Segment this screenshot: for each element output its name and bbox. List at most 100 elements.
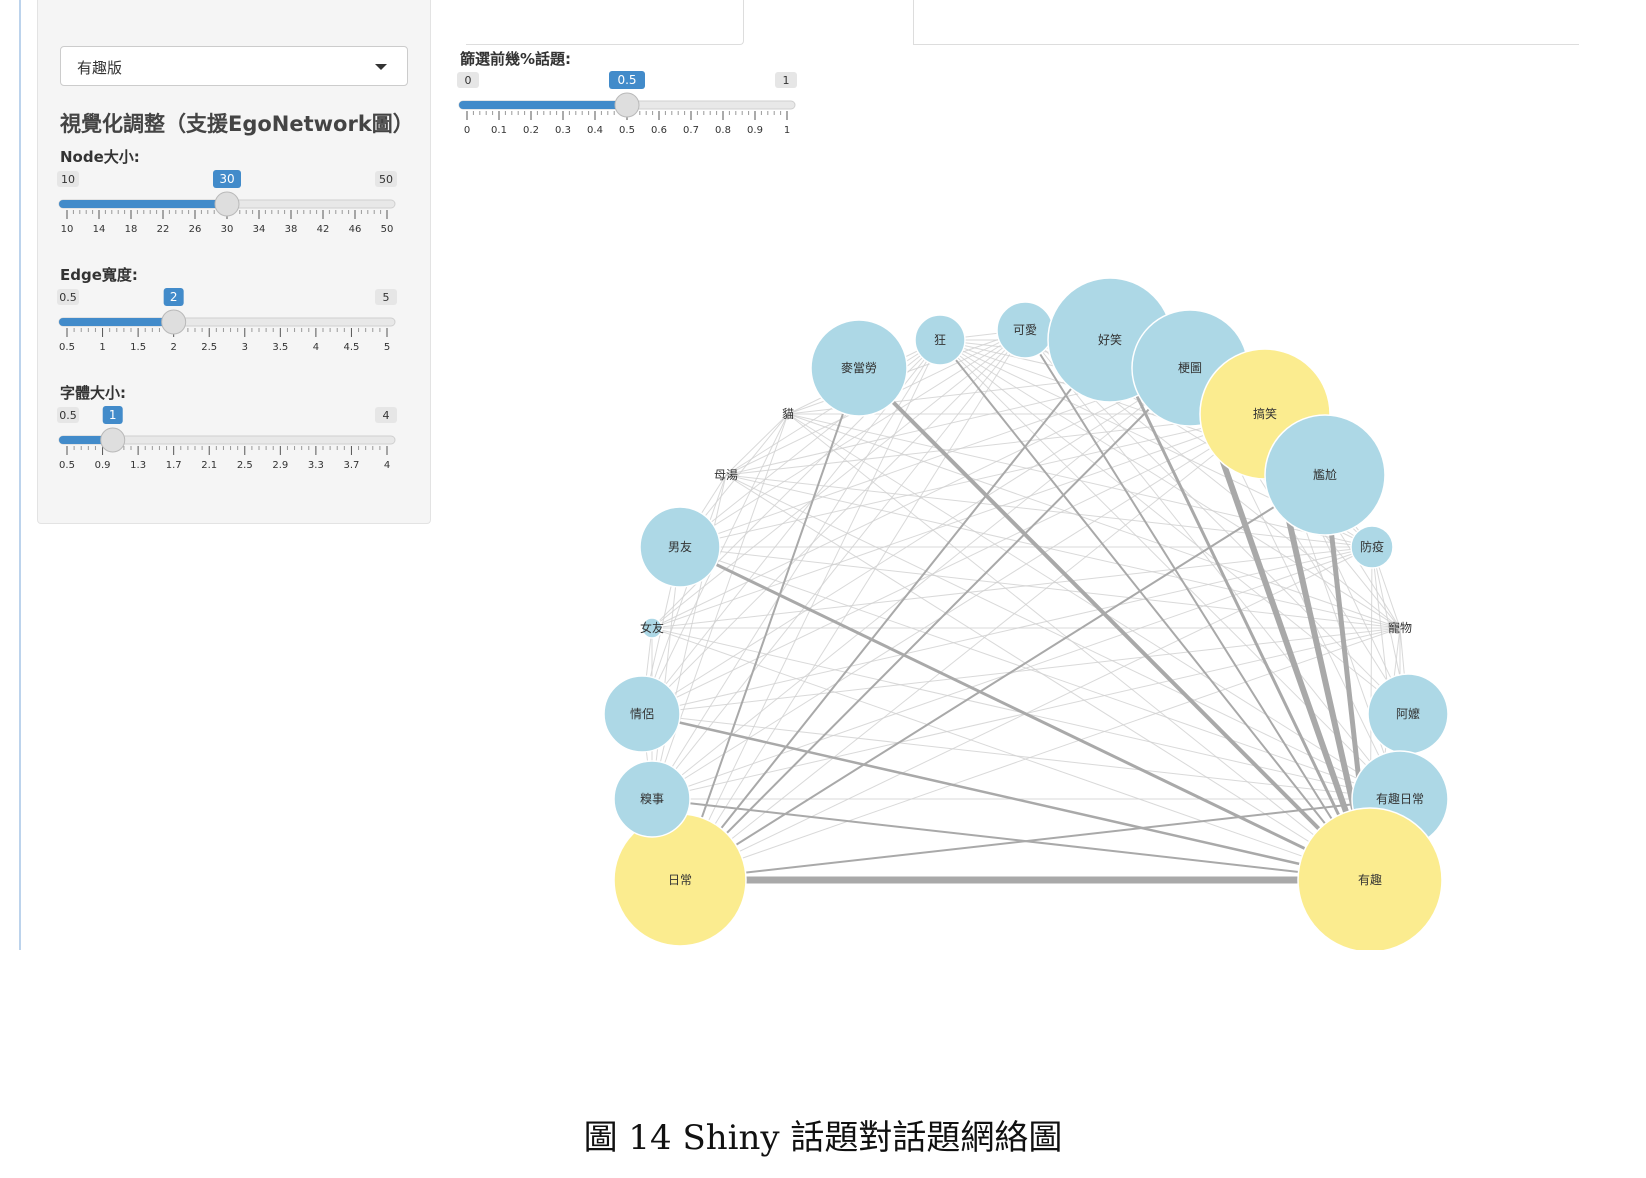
network-edge [651, 329, 1026, 629]
network-edge [651, 546, 1373, 800]
network-node-label: 狂 [934, 333, 946, 347]
network-edge [725, 413, 789, 476]
network-node-label: 母湯 [714, 468, 738, 482]
network-edge-strong [641, 712, 1371, 882]
slider-handle[interactable] [161, 309, 187, 335]
network-node-label: 男友 [668, 540, 692, 554]
network-edge [939, 339, 1409, 715]
slider-min-badge [457, 72, 479, 88]
network-edge [651, 413, 1266, 800]
slider-tick-label: 0.7 [683, 125, 699, 136]
slider-handle[interactable] [614, 92, 640, 118]
slider-tick-label: 4 [384, 460, 390, 471]
slider-fill [59, 318, 174, 326]
slider-min-badge [57, 407, 79, 423]
network-node-label: 阿嬤 [1396, 706, 1420, 721]
slider-value-badge [213, 170, 241, 188]
font-size-label: 字體大小: [60, 384, 126, 402]
top-input-box-left [466, 0, 744, 45]
network-edge [641, 627, 1401, 715]
network-node-label: 防疫 [1360, 539, 1384, 554]
network-edge [787, 413, 1401, 800]
slider-tick-label: 42 [317, 224, 330, 235]
slider-tick-label: 1.7 [166, 460, 182, 471]
network-node-label: 好笑 [1098, 332, 1122, 347]
network-node [810, 319, 908, 417]
network-node [914, 314, 966, 366]
topic-filter-label: 篩選前幾%話題: [460, 50, 572, 68]
network-node-label: 貓 [782, 407, 794, 421]
slider-tick-label: 0.5 [59, 460, 75, 471]
slider-tick-label: 0.2 [523, 125, 539, 136]
network-edge-strong [679, 367, 1191, 881]
slider-tick-label: 2.9 [272, 460, 288, 471]
slider-max-label: 1 [783, 74, 790, 87]
network-edge-strong [679, 474, 1326, 881]
network-edge [725, 474, 1373, 548]
network-edge [787, 413, 1401, 629]
slider-tick-label: 0.3 [555, 125, 571, 136]
slider-tick-label: 26 [189, 224, 202, 235]
slider-tick-label: 38 [285, 224, 298, 235]
slider-tick-label: 3.7 [343, 460, 359, 471]
slider-tick-label: 0.5 [59, 342, 75, 353]
slider-tick-label: 3.3 [308, 460, 324, 471]
network-node-label: 麥當勞 [841, 361, 877, 375]
left-border [19, 0, 21, 950]
network-node-label: 有趣日常 [1376, 791, 1424, 806]
slider-tick-label: 2.5 [237, 460, 253, 471]
slider-tick-label: 10 [61, 224, 74, 235]
network-node-label: 女友 [640, 620, 664, 635]
slider-max-label: 4 [383, 409, 390, 422]
slider-fill [59, 200, 227, 208]
network-node-label: 寵物 [1388, 620, 1412, 635]
top-input-box-right [913, 0, 1579, 45]
network-edge [641, 474, 727, 715]
slider-tick-label: 1.3 [130, 460, 146, 471]
network-node-label: 日常 [668, 873, 692, 887]
network-edge [651, 627, 1371, 881]
slider-tick-label: 5 [384, 342, 390, 353]
network-node-label: 有趣 [1358, 872, 1382, 887]
slider-value-badge [163, 288, 184, 306]
network-edge [651, 367, 1191, 800]
network-node-label: 糗事 [640, 792, 664, 806]
slider-tick-label: 0 [464, 125, 470, 136]
slider-min-label: 0.5 [59, 291, 77, 304]
slider-max-label: 50 [379, 173, 393, 186]
slider-handle[interactable] [100, 427, 126, 453]
version-select[interactable]: 有趣版 [60, 46, 408, 86]
slider-tick-label: 4.5 [343, 342, 359, 353]
slider-tick-label: 2 [170, 342, 176, 353]
slider-max-badge [375, 407, 397, 423]
network-edge-strong [1108, 339, 1372, 881]
select-value: 有趣版 [77, 59, 123, 77]
network-edge [679, 546, 1401, 629]
network-node-label: 情侶 [630, 707, 654, 721]
chevron-down-icon [375, 64, 387, 70]
slider-value-label: 0.5 [617, 73, 636, 87]
slider-value-label: 30 [219, 172, 234, 186]
network-node [613, 760, 691, 838]
network-edge [787, 413, 1373, 548]
network-edge-strong [679, 798, 1401, 881]
slider-tick-label: 2.1 [201, 460, 217, 471]
network-node-label: 可愛 [1013, 323, 1037, 337]
slider-handle[interactable] [214, 191, 240, 217]
slider-tick-label: 50 [381, 224, 394, 235]
slider-tick-label: 4 [313, 342, 319, 353]
network-edge [641, 413, 1266, 715]
network-edge [787, 413, 1371, 881]
slider-min-badge [57, 171, 79, 187]
slider-tick-label: 14 [93, 224, 106, 235]
network-node [641, 617, 663, 639]
slider-min-label: 0.5 [59, 409, 77, 422]
edge-width-label: Edge寬度: [60, 266, 138, 284]
slider-max-badge [775, 72, 797, 88]
slider-value-badge [609, 71, 645, 89]
